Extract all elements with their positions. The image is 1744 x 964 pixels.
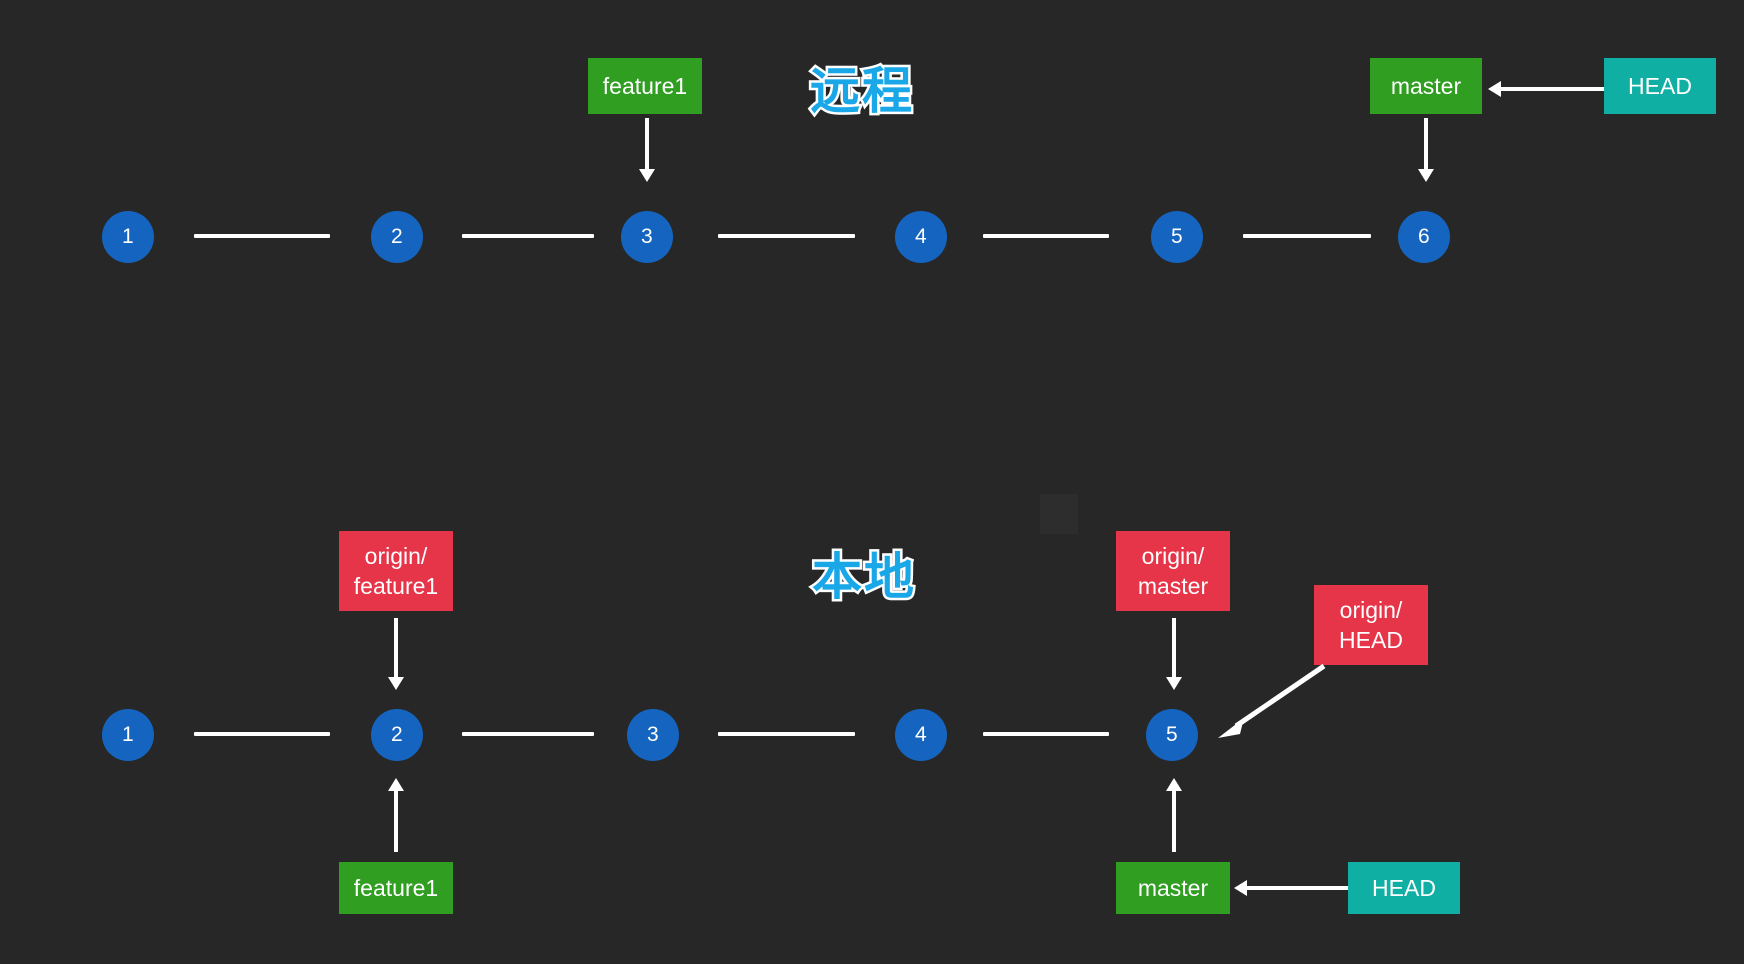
remote-ref-head[interactable]: HEAD xyxy=(1604,58,1716,114)
local-ref-origin-feature1[interactable]: origin/ feature1 xyxy=(339,531,453,611)
local-section-title: 本地 xyxy=(810,549,917,605)
local-ref-head[interactable]: HEAD xyxy=(1348,862,1460,914)
local-ref-origin-master[interactable]: origin/ master xyxy=(1116,531,1230,611)
remote-edge-1-2 xyxy=(194,234,330,238)
local-edge-3-4 xyxy=(718,732,855,736)
background-artifact xyxy=(1040,494,1078,534)
local-ref-master[interactable]: master xyxy=(1116,862,1230,914)
remote-commit-node-3[interactable]: 3 xyxy=(621,211,673,263)
remote-edge-2-3 xyxy=(462,234,594,238)
local-head-to-master-arrow xyxy=(1246,886,1348,890)
remote-edge-5-6 xyxy=(1243,234,1371,238)
local-commit-node-3[interactable]: 3 xyxy=(627,709,679,761)
remote-section-title: 远程 xyxy=(808,63,915,119)
remote-edge-4-5 xyxy=(983,234,1109,238)
local-ref-feature1[interactable]: feature1 xyxy=(339,862,453,914)
local-ref-origin-head[interactable]: origin/ HEAD xyxy=(1314,585,1428,665)
local-commit-node-5[interactable]: 5 xyxy=(1146,709,1198,761)
local-commit-node-1[interactable]: 1 xyxy=(102,709,154,761)
local-edge-4-5 xyxy=(983,732,1109,736)
remote-edge-3-4 xyxy=(718,234,855,238)
remote-commit-node-6[interactable]: 6 xyxy=(1398,211,1450,263)
remote-commit-node-5[interactable]: 5 xyxy=(1151,211,1203,263)
local-master-to-commit5-arrow xyxy=(1172,790,1176,852)
remote-head-to-master-arrow xyxy=(1500,87,1604,91)
local-commit-node-4[interactable]: 4 xyxy=(895,709,947,761)
local-origin-head-to-commit5-arrow xyxy=(1218,663,1326,738)
local-feature1-to-commit2-arrow xyxy=(394,790,398,852)
local-edge-1-2 xyxy=(194,732,330,736)
local-commit-node-2[interactable]: 2 xyxy=(371,709,423,761)
remote-master-to-commit6-arrow xyxy=(1424,118,1428,170)
local-origin-master-to-commit5-arrow xyxy=(1172,618,1176,678)
remote-ref-master[interactable]: master xyxy=(1370,58,1482,114)
remote-feature1-to-commit3-arrow xyxy=(645,118,649,170)
local-edge-2-3 xyxy=(462,732,594,736)
remote-commit-node-2[interactable]: 2 xyxy=(371,211,423,263)
remote-commit-node-4[interactable]: 4 xyxy=(895,211,947,263)
local-origin-feature1-to-commit2-arrow xyxy=(394,618,398,678)
remote-commit-node-1[interactable]: 1 xyxy=(102,211,154,263)
remote-ref-feature1[interactable]: feature1 xyxy=(588,58,702,114)
